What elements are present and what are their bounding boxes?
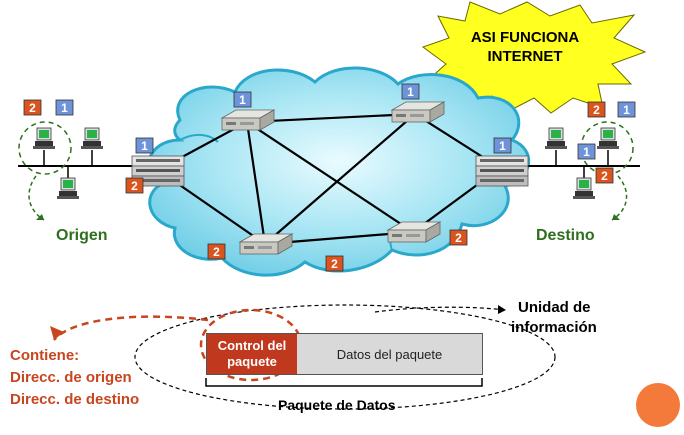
badge-1-destination-mid: 1: [577, 143, 596, 160]
destination-arrow: [611, 175, 628, 221]
unit-label-line-1: Unidad de: [518, 299, 591, 316]
badge-2-destination-mid-text: 2: [601, 169, 608, 183]
banner-line-1: ASI FUNCIONA: [470, 29, 580, 46]
badge-1-router-top-left: 1: [233, 91, 252, 108]
origin-host-highlight: [18, 121, 72, 175]
badge-1-origin-switch: 1: [135, 137, 154, 154]
badge-2-router-bottom-left-text: 2: [213, 245, 220, 259]
badge-2-origin-switch-text: 2: [131, 179, 138, 193]
badge-1-origin-top: 1: [55, 99, 74, 116]
badge-2-origin-top: 2: [23, 99, 42, 116]
banner-title: ASI FUNCIONA INTERNET: [440, 28, 610, 66]
decorative-orange-circle: [636, 383, 680, 427]
contains-item-destination: Direcc. de destino: [10, 391, 140, 408]
packet-unit-ellipse: [134, 304, 556, 410]
badge-2-origin-switch: 2: [125, 177, 144, 194]
badge-2-router-bottom-right: 2: [449, 229, 468, 246]
badge-1-destination-switch: 1: [493, 137, 512, 154]
badge-1-router-top-right: 1: [401, 83, 420, 100]
badge-2-router-bottom-left: 2: [207, 243, 226, 260]
contains-title: Contiene:: [10, 347, 80, 364]
badge-1-origin-switch-text: 1: [141, 139, 148, 153]
badge-1-router-top-left-text: 1: [239, 93, 246, 107]
badge-2-origin-top-text: 2: [29, 101, 36, 115]
banner-line-2: INTERNET: [487, 48, 563, 65]
packet-control-line-1: Control del: [217, 338, 287, 353]
packet-bracket: [205, 378, 483, 387]
badge-1-destination-top: 1: [617, 101, 636, 118]
badge-1-destination-mid-text: 1: [583, 145, 590, 159]
contains-arrow: [53, 315, 209, 341]
badge-2-destination-mid: 2: [595, 167, 614, 184]
badge-1-destination-top-text: 1: [623, 103, 630, 117]
switch-destination: [475, 155, 529, 187]
badge-1-destination-switch-text: 1: [499, 139, 506, 153]
packet-control-line-2: paquete: [227, 354, 277, 369]
internet-cloud: [146, 66, 531, 277]
destination-label: Destino: [536, 227, 595, 244]
pc-origin-1: [32, 127, 56, 150]
badge-1-router-top-right-text: 1: [407, 85, 414, 99]
pc-origin-2: [80, 127, 104, 150]
badge-2-destination-top-text: 2: [593, 103, 600, 117]
packet-caption: Paquete de Datos: [278, 397, 396, 413]
unit-arrow: [374, 306, 507, 313]
pc-origin-3: [56, 177, 80, 200]
starburst-shape: [421, 1, 647, 114]
pc-destination-2: [596, 127, 620, 150]
contains-item-origin: Direcc. de origen: [10, 369, 132, 386]
badge-2-router-bottom-right-text: 2: [455, 231, 462, 245]
badge-2-destination-top: 2: [587, 101, 606, 118]
packet-data-block: Datos del paquete: [297, 333, 483, 375]
pc-destination-3: [572, 177, 596, 200]
origin-label: Origen: [56, 227, 108, 244]
pc-destination-1: [544, 127, 568, 150]
origin-arrow: [28, 175, 45, 221]
badge-1-origin-top-text: 1: [61, 101, 68, 115]
badge-2-cloud-bottom: 2: [325, 255, 344, 272]
unit-label-line-2: información: [511, 319, 597, 336]
badge-2-cloud-bottom-text: 2: [331, 257, 338, 271]
packet-control-block: Control del paquete: [206, 333, 298, 375]
